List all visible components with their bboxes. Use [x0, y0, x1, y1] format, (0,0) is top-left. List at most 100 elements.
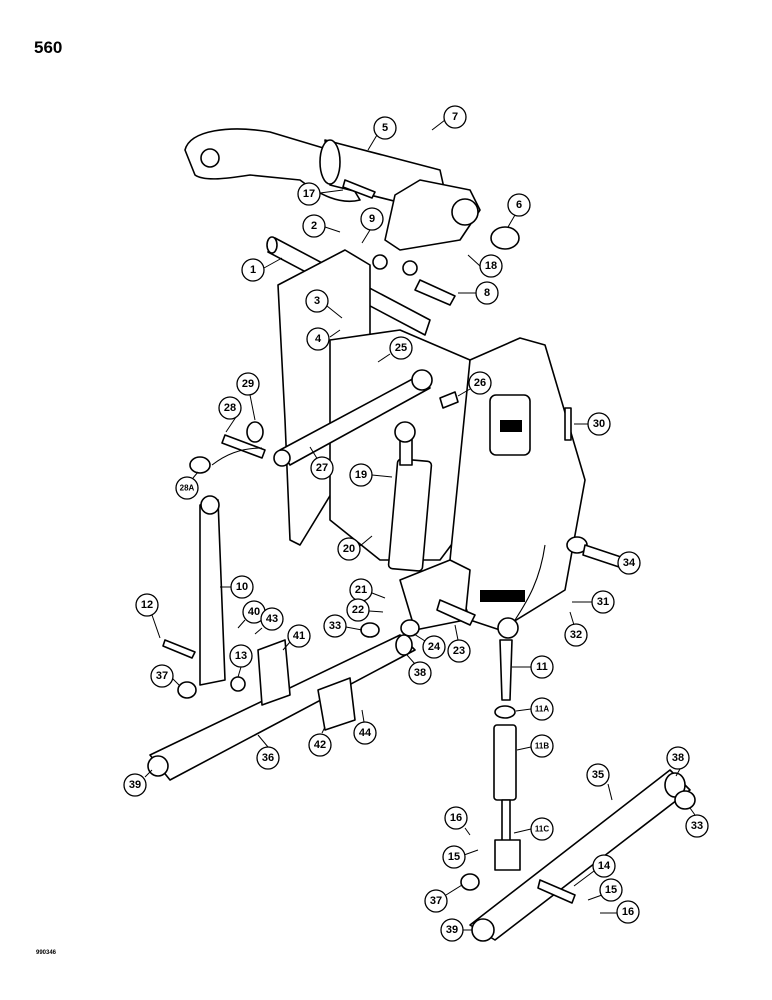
svg-text:23: 23: [453, 645, 465, 657]
callout-23: 23: [447, 624, 471, 663]
svg-text:6: 6: [516, 199, 522, 211]
svg-text:2: 2: [311, 220, 317, 232]
svg-text:18: 18: [485, 260, 497, 272]
callout-32: 32: [564, 611, 588, 647]
callout-1: 1: [241, 257, 283, 282]
svg-text:12: 12: [141, 599, 153, 611]
bushing-6: [490, 226, 520, 250]
callout-3: 3: [305, 289, 343, 319]
svg-text:7: 7: [452, 111, 458, 123]
callout-7: 7: [431, 105, 467, 131]
callout-9: 9: [360, 207, 384, 244]
callout-15-right: 15: [587, 878, 623, 902]
svg-text:35: 35: [592, 769, 604, 781]
callout-21: 21: [349, 578, 386, 602]
svg-text:32: 32: [570, 629, 582, 641]
upper-link-arm: [184, 128, 361, 203]
callout-36: 36: [256, 734, 280, 770]
svg-text:16: 16: [622, 906, 634, 918]
parts-drawing: [147, 128, 696, 942]
callout-18: 18: [467, 254, 503, 278]
svg-text:30: 30: [593, 418, 605, 430]
lift-link-11: [499, 639, 513, 701]
svg-text:38: 38: [672, 752, 684, 764]
svg-text:39: 39: [446, 924, 458, 936]
callout-4: 4: [306, 327, 341, 351]
svg-text:14: 14: [598, 860, 611, 872]
callout-34: 34: [617, 551, 641, 575]
svg-text:11C: 11C: [535, 825, 549, 834]
svg-text:11A: 11A: [535, 705, 549, 714]
svg-text:3: 3: [314, 295, 320, 307]
svg-text:34: 34: [623, 557, 636, 569]
callout-24: 24: [413, 633, 446, 659]
svg-text:21: 21: [355, 584, 367, 596]
hydraulic-cylinder-19: [387, 458, 433, 572]
svg-text:4: 4: [315, 333, 322, 345]
callouts: 5 7 17 6 2 9 1 18 8 3 4 25 29 26 28 30 2…: [123, 105, 709, 942]
svg-text:15: 15: [448, 851, 460, 863]
callout-14: 14: [573, 854, 616, 887]
callout-5: 5: [367, 116, 397, 151]
svg-text:41: 41: [293, 630, 305, 642]
svg-text:28A: 28A: [180, 484, 195, 493]
svg-text:5: 5: [382, 122, 388, 134]
svg-text:42: 42: [314, 739, 326, 751]
callout-38-right: 38: [666, 746, 690, 777]
callout-33-right: 33: [685, 807, 709, 838]
callout-22: 22: [346, 598, 384, 622]
callout-35: 35: [586, 763, 613, 801]
figure-code: 990346: [36, 950, 57, 956]
svg-text:26: 26: [474, 377, 486, 389]
callout-8: 8: [458, 281, 499, 305]
svg-text:36: 36: [262, 752, 274, 764]
callout-16-right: 16: [600, 900, 640, 924]
callout-25: 25: [377, 336, 413, 363]
callout-19: 19: [349, 463, 393, 487]
callout-28A: 28A: [175, 471, 199, 500]
callout-10: 10: [220, 575, 254, 599]
svg-text:39: 39: [129, 779, 141, 791]
svg-text:10: 10: [236, 581, 248, 593]
svg-text:15: 15: [605, 884, 617, 896]
callout-44: 44: [353, 709, 377, 745]
callout-2: 2: [302, 214, 341, 238]
callout-37-left: 37: [150, 664, 181, 688]
svg-text:9: 9: [369, 213, 375, 225]
svg-text:31: 31: [597, 596, 609, 608]
callout-38-left: 38: [406, 654, 432, 685]
callout-40: 40: [237, 600, 266, 629]
callout-13: 13: [229, 644, 253, 678]
svg-text:11B: 11B: [535, 742, 549, 751]
svg-text:11: 11: [536, 661, 548, 673]
lift-link-10: [199, 499, 226, 686]
svg-text:44: 44: [359, 727, 372, 739]
pin-8: [414, 279, 456, 306]
callout-41: 41: [282, 624, 311, 651]
svg-text:38: 38: [414, 667, 426, 679]
callout-12: 12: [135, 593, 161, 639]
svg-text:13: 13: [235, 650, 247, 662]
svg-text:22: 22: [352, 604, 364, 616]
callout-37-right: 37: [424, 884, 463, 913]
svg-text:43: 43: [266, 613, 278, 625]
callout-11: 11: [512, 655, 554, 679]
callout-30: 30: [574, 412, 611, 436]
svg-text:25: 25: [395, 342, 407, 354]
callout-42: 42: [308, 726, 332, 757]
svg-text:37: 37: [156, 670, 168, 682]
svg-text:19: 19: [355, 469, 367, 481]
callout-39-right: 39: [440, 918, 472, 942]
svg-text:16: 16: [450, 812, 462, 824]
callout-15-left: 15: [442, 845, 479, 869]
callout-17: 17: [297, 182, 344, 206]
callout-11B: 11B: [516, 734, 554, 758]
callout-11C: 11C: [513, 817, 554, 841]
svg-text:17: 17: [303, 188, 315, 200]
svg-text:1: 1: [250, 264, 256, 276]
callout-33-top: 33: [323, 614, 363, 638]
callout-16-left: 16: [444, 806, 471, 836]
svg-text:28: 28: [224, 402, 236, 414]
callout-11A: 11A: [515, 697, 554, 721]
